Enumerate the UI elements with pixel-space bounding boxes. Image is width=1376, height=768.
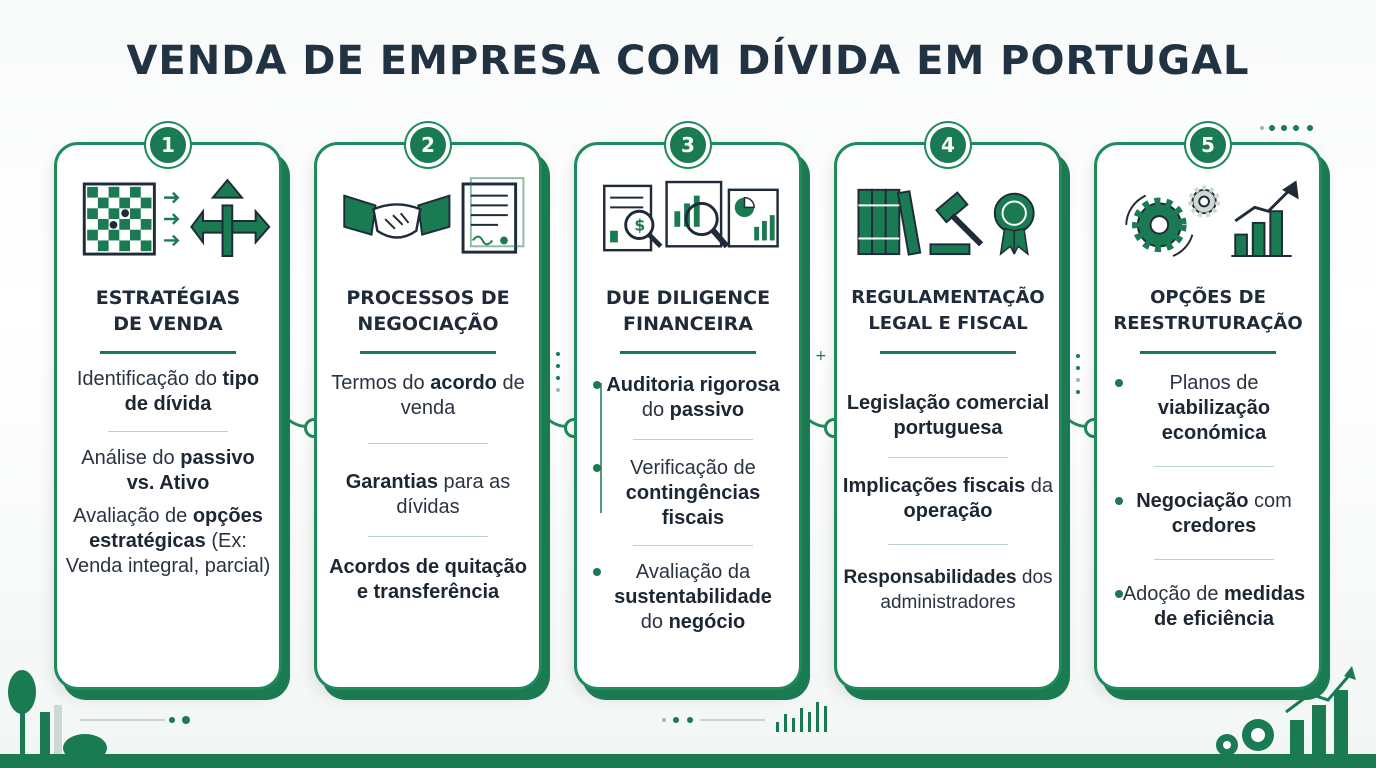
chessboard-icon [82, 182, 156, 256]
list-item: Implicações fiscais da operação [842, 475, 1054, 522]
step-number-badge: 2 [406, 123, 450, 167]
list-item: Avaliação da sustentabilidade do negócio [593, 560, 785, 635]
growth-chart-icon [1231, 180, 1299, 257]
pie-chart-report-icon [727, 188, 779, 248]
item-separator [633, 439, 753, 440]
gears-icon [1125, 185, 1221, 257]
list-item: Identificação do tipo de dívida [76, 368, 260, 415]
svg-text:+: + [815, 348, 827, 364]
step-items: Termos do acordo de venda Garantias para… [325, 371, 531, 605]
step-number-badge: 4 [926, 123, 970, 167]
step-icons [82, 178, 271, 257]
item-separator [633, 545, 753, 546]
step-number-badge: 5 [1186, 123, 1230, 167]
item-separator [888, 457, 1008, 458]
divider [620, 351, 756, 354]
bullet-dot [1115, 379, 1123, 387]
step-card-3: 3 $ DUE DILIGENCE FINANCEIRA [574, 123, 802, 690]
step-items: Identificação do tipo de dívida Análise … [65, 367, 271, 579]
bullet-dot [593, 381, 601, 389]
page-title: VENDA DE EMPRESA COM DÍVIDA EM PORTUGAL [126, 38, 1250, 84]
item-separator [1154, 466, 1274, 467]
step-icons [1125, 180, 1299, 257]
list-item: Planos de viabilização económica [1115, 371, 1307, 446]
list-item: Garantias para as dívidas [345, 471, 511, 518]
split-direction-arrow-icon [190, 178, 271, 257]
step-number-badge: 1 [146, 123, 190, 167]
item-separator [1154, 559, 1274, 560]
step-icons [857, 188, 1035, 256]
divider [1140, 351, 1276, 354]
arrows-right-icon [164, 191, 180, 247]
svg-text:$: $ [634, 217, 645, 235]
step-items: Legislação comercial portuguesa Implicaç… [841, 391, 1055, 615]
item-separator [888, 544, 1008, 545]
list-item: Acordos de quitação e transferência [329, 556, 527, 603]
step-title: REGULAMENTAÇÃO LEGAL E FISCAL [851, 287, 1045, 334]
step-icons: $ [603, 180, 779, 252]
step-title: PROCESSOS DE NEGOCIAÇÃO [346, 287, 510, 335]
step-card-1: 1 ESTRATÉGIAS DE VENDA [54, 123, 282, 690]
law-books-icon [857, 188, 922, 256]
item-separator [108, 431, 228, 432]
list-item: Negociação com credores [1115, 489, 1307, 539]
bullet-dot [593, 464, 601, 472]
timeline-line [600, 383, 602, 513]
step-items: Planos de viabilização económica Negocia… [1115, 371, 1307, 632]
item-separator [368, 536, 488, 537]
bullet-dot [1115, 497, 1123, 505]
step-card-4: 4 REGULAMENTAÇÃO LEGAL E FISCAL Legislaç… [834, 123, 1062, 690]
step-icons [343, 177, 525, 254]
divider [100, 351, 236, 354]
step-card-2: 2 PROCESSOS DE NEGOCIAÇÃO Termos do acor… [314, 123, 542, 690]
magnifier-chart-icon: $ [624, 180, 730, 249]
step-number-badge: 3 [666, 123, 710, 167]
list-item: Avaliação de opções estratégicas (Ex: Ve… [65, 505, 271, 577]
contract-document-icon [461, 177, 525, 254]
list-item: Termos do acordo de venda [331, 372, 525, 419]
divider [880, 351, 1016, 354]
seal-award-icon [993, 192, 1035, 256]
item-separator [368, 443, 488, 444]
step-card-5: 5 OPÇÕES DE REESTRUTURAÇÃO Planos de via… [1094, 123, 1322, 690]
bullet-dot [1115, 590, 1123, 598]
step-items: Auditoria rigorosa do passivo Verificaçã… [593, 373, 785, 635]
list-item: Adoção de medidas de eficiência [1115, 582, 1307, 632]
list-item: Análise do passivo vs. Ativo [81, 447, 255, 494]
ground-strip [0, 754, 1376, 768]
bullet-dot [593, 568, 601, 576]
step-title: DUE DILIGENCE FINANCEIRA [605, 287, 771, 335]
mini-bars-icon [776, 702, 827, 732]
handshake-icon [343, 194, 451, 239]
step-title: OPÇÕES DE REESTRUTURAÇÃO [1113, 287, 1303, 334]
list-item: Responsabilidades dos administradores [843, 567, 1053, 613]
step-title: ESTRATÉGIAS DE VENDA [95, 287, 241, 335]
list-item: Legislação comercial portuguesa [846, 392, 1050, 439]
divider [360, 351, 496, 354]
list-item: Auditoria rigorosa do passivo [593, 373, 785, 423]
gavel-icon [929, 191, 984, 256]
list-item: Verificação de contingências fiscais [593, 456, 785, 531]
